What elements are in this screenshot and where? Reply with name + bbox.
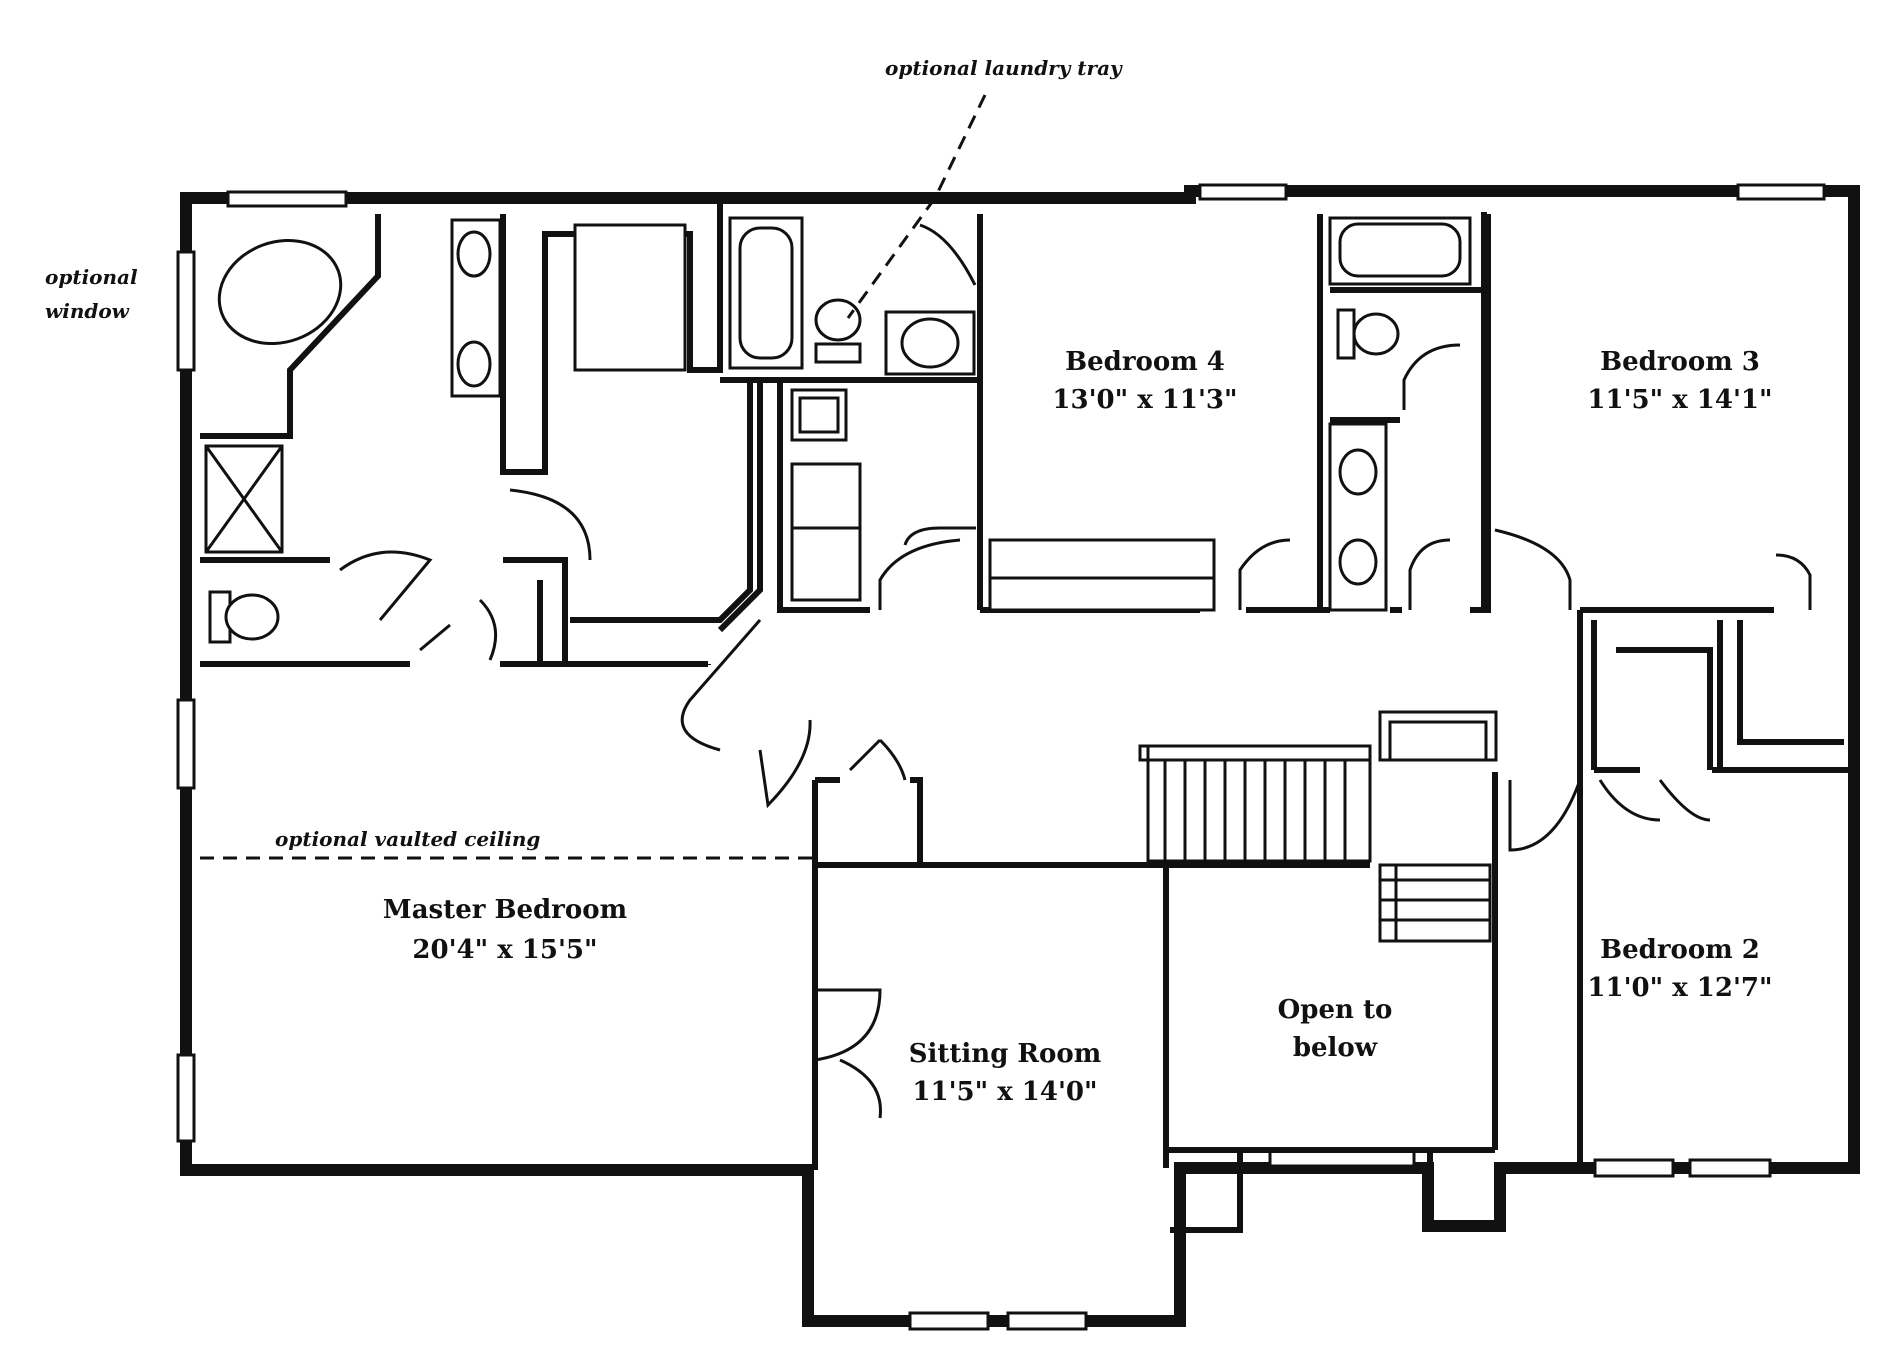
door-swing — [680, 619, 762, 752]
sitting-room-dimensions: 11'5" x 14'0" — [912, 1077, 1097, 1107]
sink — [456, 340, 492, 388]
sink — [456, 230, 492, 278]
vaulted-ceiling-note: optional vaulted ceiling — [275, 827, 540, 851]
window — [1198, 183, 1288, 201]
door-swing — [1598, 779, 1661, 822]
bedroom-2-name: Bedroom 2 — [1600, 935, 1760, 965]
toilet-bowl — [1352, 312, 1400, 356]
bathtub-inner — [1338, 222, 1462, 278]
door-swing — [878, 538, 961, 610]
door-swing — [814, 988, 882, 1062]
door-swings — [339, 223, 1812, 1119]
window — [908, 1311, 990, 1331]
bathroom-fixtures — [204, 216, 1472, 644]
bathtub — [217, 238, 343, 346]
toilet-bowl — [814, 298, 862, 342]
bathtub-inner — [738, 226, 794, 360]
door-swing — [1238, 538, 1291, 610]
door-swing — [919, 223, 977, 286]
door-swing — [758, 719, 812, 809]
door-swing — [1775, 553, 1812, 610]
laundry-tray-note: optional laundry tray — [885, 56, 1123, 80]
toilet-bowl — [224, 593, 280, 641]
toilet-tank — [814, 342, 862, 364]
door-swing — [478, 598, 498, 661]
open-to-below-line1: Open to — [1278, 995, 1393, 1025]
door-swing — [339, 550, 433, 621]
exterior-windows — [176, 183, 1826, 1331]
closet-shelf — [573, 223, 687, 372]
window — [226, 190, 348, 208]
door-swing — [1402, 343, 1461, 410]
door-swing — [1408, 538, 1451, 610]
bedroom-4-dimensions: 13'0" x 11'3" — [1052, 385, 1237, 415]
optional-window-note-line1: optional — [45, 265, 138, 289]
sink — [1338, 448, 1378, 496]
washer — [790, 462, 862, 530]
window — [176, 698, 196, 790]
sink-basin — [900, 317, 960, 369]
door-swing — [1658, 779, 1711, 822]
master-bedroom-dimensions: 20'4" x 15'5" — [412, 935, 597, 965]
window — [176, 250, 196, 372]
door-swing — [1494, 528, 1572, 610]
laundry-tray-basin — [798, 396, 840, 434]
sitting-room-name: Sitting Room — [909, 1039, 1102, 1069]
bedroom-2-dimensions: 11'0" x 12'7" — [1587, 973, 1772, 1003]
window — [176, 1053, 196, 1143]
door-swing — [848, 738, 882, 772]
master-bedroom-name: Master Bedroom — [383, 895, 627, 925]
sink — [1338, 538, 1378, 586]
window — [1593, 1158, 1675, 1178]
laundry-tray-leader — [846, 94, 987, 319]
door-swing — [509, 488, 592, 561]
leader-lines — [846, 94, 987, 319]
window — [1688, 1158, 1772, 1178]
interior-walls — [200, 198, 1854, 1233]
door-swing — [903, 526, 976, 546]
bedroom-3-name: Bedroom 3 — [1600, 347, 1760, 377]
door-swing — [419, 623, 451, 652]
bedroom-4-name: Bedroom 4 — [1065, 347, 1225, 377]
door-swing — [878, 738, 907, 781]
dryer — [790, 526, 862, 602]
stair-treads — [1163, 760, 1347, 861]
closet-shelf — [988, 538, 1216, 612]
window — [1736, 183, 1826, 201]
bedroom-3-dimensions: 11'5" x 14'1" — [1587, 385, 1772, 415]
toilet-tank — [1336, 308, 1356, 360]
door-swing — [839, 1058, 882, 1119]
door-swing — [1508, 779, 1582, 852]
window — [1006, 1311, 1088, 1331]
staircase — [1138, 710, 1498, 943]
open-to-below-line2: below — [1293, 1033, 1378, 1063]
optional-window-note-line2: window — [45, 299, 130, 323]
